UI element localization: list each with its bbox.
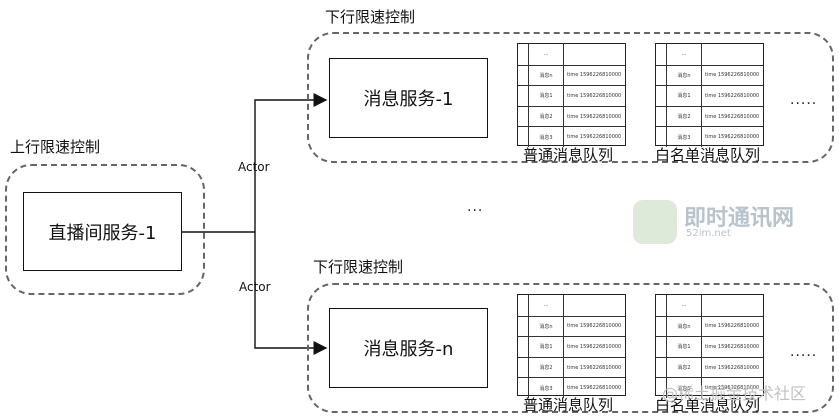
connector-branch-down — [254, 232, 328, 355]
queue-row: ... — [656, 44, 763, 65]
whitelist-queue-label-bottom: 白名单消息队列 — [655, 396, 761, 414]
normal-queue-label-bottom: 普通消息队列 — [523, 396, 614, 414]
queue-row: ... — [656, 295, 763, 316]
actor-label-top: Actor — [238, 160, 270, 174]
more-queues-ellipsis-top: ..... — [790, 92, 818, 108]
downstream-group-bottom-container — [307, 283, 834, 413]
upstream-group-container — [5, 164, 205, 295]
queue-row: ... — [518, 44, 625, 65]
watermark-sub-text: 52im.net — [686, 228, 731, 239]
more-queues-ellipsis-bottom: ..... — [790, 344, 818, 360]
live-room-service-box: 直播间服务-1 — [23, 192, 182, 271]
watermark-logo-icon — [633, 200, 677, 244]
live-room-service-text: 直播间服务-1 — [48, 222, 157, 244]
upstream-group-label: 上行限速控制 — [10, 138, 101, 156]
watermark-brand-text: 即时通讯网 — [684, 206, 795, 231]
more-services-ellipsis: ... — [467, 199, 484, 215]
whitelist-queue-label-top: 白名单消息队列 — [655, 146, 761, 164]
downstream-group-top-container — [307, 32, 834, 163]
message-service-top-text: 消息服务-1 — [363, 89, 454, 110]
connector-branch-up — [254, 93, 328, 232]
normal-queue-label-top: 普通消息队列 — [523, 146, 614, 164]
message-service-bottom-text: 消息服务-n — [363, 339, 454, 360]
queue-row: ... — [518, 295, 625, 316]
actor-label-bottom: Actor — [239, 280, 271, 294]
watermark-corner-text: @稀土掘金技术社区 — [662, 384, 807, 403]
message-service-bottom-box: 消息服务-n — [329, 308, 488, 388]
downstream-group-top-label: 下行限速控制 — [325, 8, 416, 26]
downstream-group-bottom-label: 下行限速控制 — [313, 258, 404, 276]
message-service-top-box: 消息服务-1 — [329, 58, 488, 138]
